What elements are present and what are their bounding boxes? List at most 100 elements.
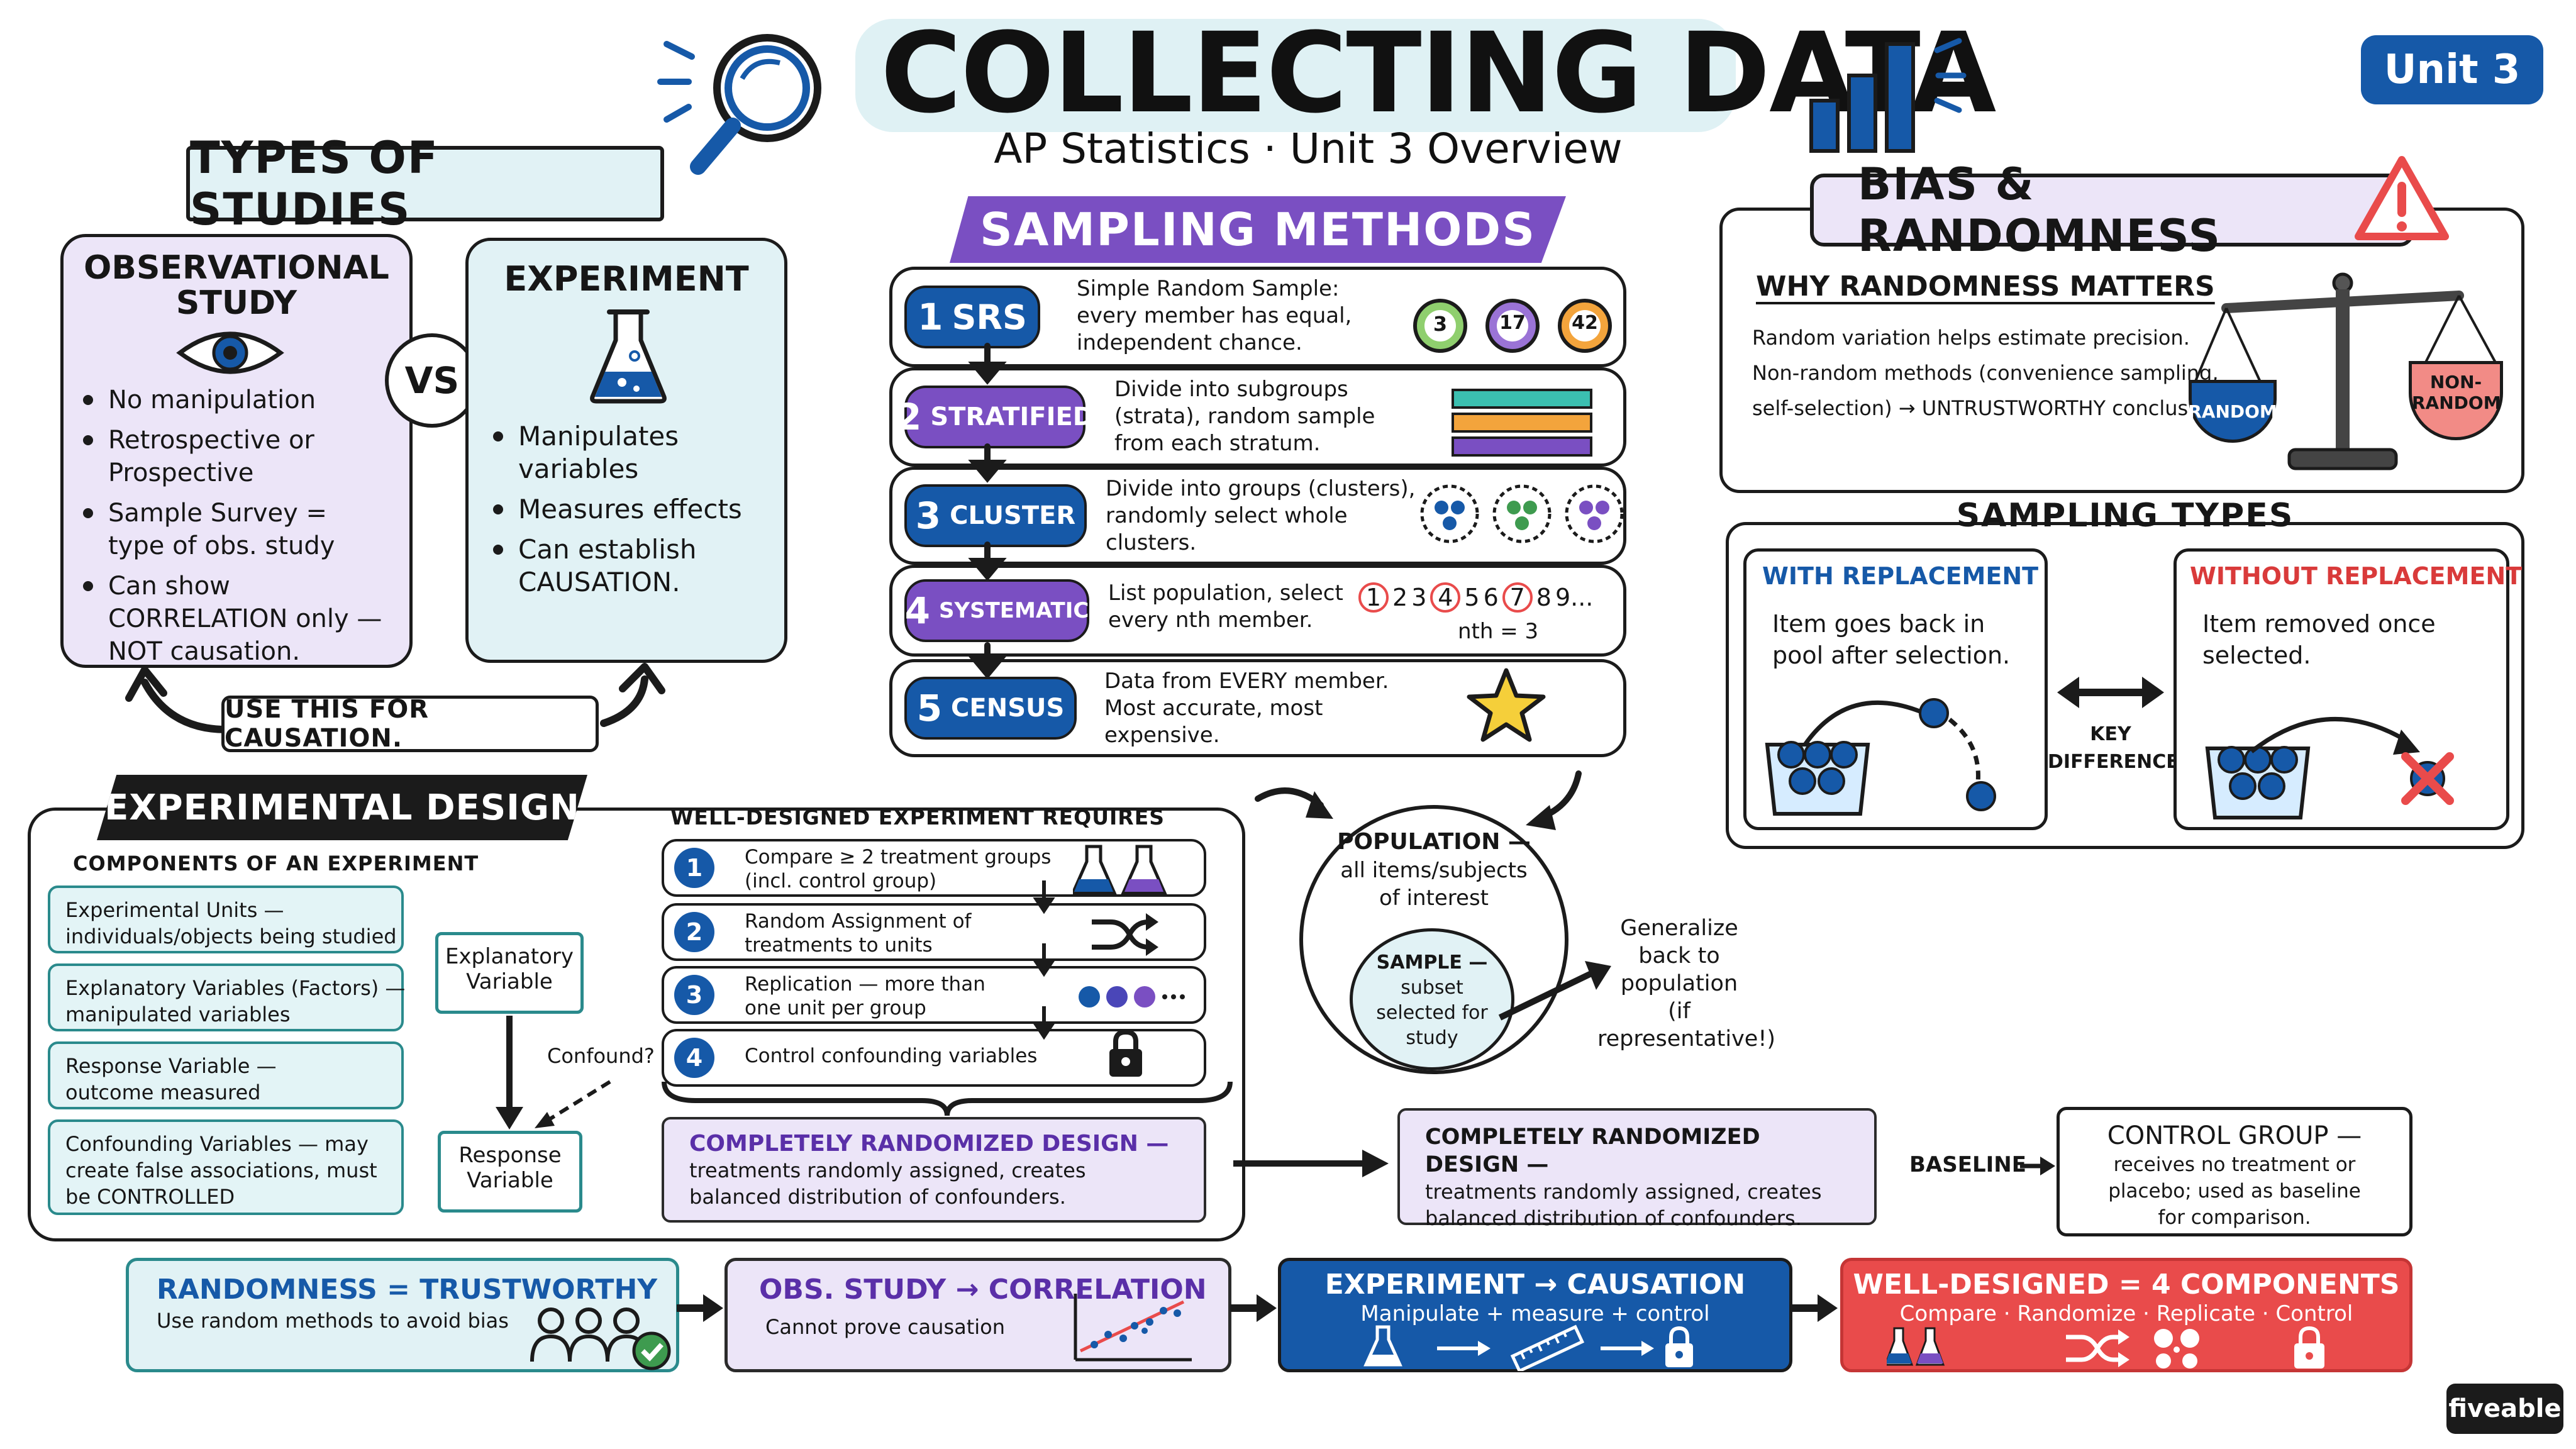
why-line-2: Non-random methods (convenience sampling… — [1752, 361, 2219, 385]
obs-bullet-3: Sample Survey =type of obs. study — [78, 497, 405, 562]
observational-card — [60, 234, 413, 668]
sampling-desc-line: Simple Random Sample: — [1077, 276, 1340, 301]
with-line-1: Item goes back in — [1772, 610, 1985, 638]
banner-experiment: EXPERIMENT → CAUSATION Manipulate + meas… — [1278, 1258, 1792, 1372]
requirement-line: one unit per group — [745, 997, 926, 1019]
sample-circle: SAMPLE — subset selected for study — [1350, 928, 1514, 1070]
with-line-2: pool after selection. — [1772, 641, 2011, 669]
generalize-line-1: Generalize — [1620, 916, 1738, 941]
crd-card-left: COMPLETELY RANDOMIZED DESIGN — treatment… — [662, 1117, 1206, 1223]
sample-line-1: SAMPLE — — [1376, 952, 1488, 974]
srs-ball-3: 42 — [1572, 312, 1598, 334]
variable-arrows — [496, 1016, 611, 1130]
banner-exp-sub: Manipulate + measure + control — [1360, 1301, 1710, 1326]
double-arrow-icon — [2057, 677, 2164, 708]
req-icon-flasks — [1073, 845, 1167, 895]
types-heading: TYPES OF STUDIES — [190, 132, 439, 235]
nonrandom-label-1: NON- — [2429, 372, 2482, 392]
warning-icon — [2355, 156, 2449, 240]
component-line: individuals/objects being studied — [65, 924, 397, 948]
banner-obs-study: OBS. STUDY → CORRELATION Cannot prove ca… — [724, 1258, 1231, 1372]
star-icon — [1467, 668, 1546, 742]
component-line: Explanatory Variables (Factors) — — [65, 976, 406, 1000]
with-title: WITH REPLACEMENT — [1762, 562, 2039, 590]
response-variable-box: Response Variable — [438, 1131, 582, 1213]
selected-member: 1 — [1358, 582, 1389, 613]
sequence-member: 5 — [1464, 584, 1480, 611]
requirement-1: 1 Compare ≥ 2 treatment groups(incl. cont… — [662, 839, 1206, 897]
control-title: CONTROL GROUP — — [2107, 1121, 2362, 1150]
without-title: WITHOUT REPLACEMENT — [2190, 562, 2523, 590]
exp-design-heading: EXPERIMENTAL DESIGN — [104, 787, 580, 828]
explanatory-label-2: Variable — [466, 969, 553, 994]
bias-heading-box: BIAS & RANDOMNESS — [1810, 158, 2414, 262]
sampling-step-1-desc: Simple Random Sample:every member has eq… — [1077, 275, 1352, 357]
nonrandom-pan: NON- RANDOM — [2409, 361, 2503, 440]
without-line-2: selected. — [2202, 641, 2311, 669]
crd-right-line-3: balanced distribution of confounders. — [1425, 1206, 1802, 1230]
requirement-line: Random Assignment of — [745, 910, 972, 933]
component-line: be CONTROLLED — [65, 1185, 235, 1209]
components-title: COMPONENTS OF AN EXPERIMENT — [73, 852, 479, 875]
page-title: COLLECTING DATA — [880, 9, 1996, 138]
sequence-member: 2 — [1392, 584, 1408, 611]
requirement-text: Compare ≥ 2 treatment groups(incl. contr… — [745, 845, 1051, 893]
unit-badge: Unit 3 — [2361, 35, 2543, 104]
sampling-step-number: 2 — [896, 396, 922, 438]
requires-title: WELL-DESIGNED EXPERIMENT REQUIRES — [670, 805, 1165, 830]
people-check-icon — [530, 1307, 671, 1370]
srs-ball-1: 3 — [1433, 312, 1448, 336]
component-line: manipulated variables — [65, 1002, 291, 1026]
sampling-step-number: 3 — [915, 494, 941, 537]
sampling-step-3-desc: Divide into groups (clusters),randomly s… — [1106, 475, 1415, 557]
banner-wd-title: WELL-DESIGNED = 4 COMPONENTS — [1853, 1269, 2400, 1301]
vs-label: VS — [404, 359, 460, 402]
banner-randomness-sub: Use random methods to avoid bias — [157, 1309, 509, 1333]
response-label-2: Variable — [467, 1168, 553, 1193]
banner-randomness-title: RANDOMNESS = TRUSTWORTHY — [157, 1274, 658, 1306]
component-line: Confounding Variables — may — [65, 1132, 369, 1156]
sampling-desc-line: Data from EVERY member. — [1104, 669, 1389, 694]
srs-balls — [1413, 299, 1612, 353]
flask-icon — [590, 309, 667, 404]
banner-arrow-1 — [677, 1294, 723, 1322]
population-title: POPULATION — — [1337, 829, 1531, 855]
crd-connector-arrow — [1233, 1150, 1389, 1177]
banner-exp-title: EXPERIMENT → CAUSATION — [1324, 1269, 1746, 1301]
generalize-line-2: back to — [1638, 943, 1720, 969]
sampling-step-5-desc: Data from EVERY member.Most accurate, mo… — [1104, 668, 1389, 749]
crd-card-right: COMPLETELY RANDOMIZED DESIGN — treatment… — [1397, 1108, 1877, 1230]
strata-bars-icon — [1452, 389, 1592, 457]
generalize-arrow — [1498, 961, 1611, 1021]
cluster-groups-icon — [1420, 484, 1624, 543]
page-subtitle: AP Statistics · Unit 3 Overview — [994, 125, 1623, 173]
sampling-desc-line: (strata), random sample — [1114, 404, 1375, 429]
requirement-number: 4 — [674, 1038, 714, 1078]
sampling-types-heading: SAMPLING TYPES — [1956, 497, 2294, 535]
control-line-2: placebo; used as baseline — [2108, 1180, 2361, 1202]
sequence-member: 8 — [1536, 584, 1552, 611]
req-icon-replicate — [1079, 986, 1185, 1008]
requirement-number: 3 — [674, 975, 714, 1015]
balance-scale-icon — [2190, 272, 2498, 470]
response-label-1: Response — [458, 1143, 562, 1168]
requirement-number: 1 — [674, 848, 714, 888]
population-arrows — [1255, 770, 1582, 830]
sampling-step-number: 1 — [918, 296, 943, 338]
baseline-arrow — [2020, 1157, 2055, 1175]
explanatory-label-1: Explanatory — [445, 944, 574, 969]
sampling-heading-ribbon: SAMPLING METHODS — [950, 196, 1566, 263]
nonrandom-label-2: RANDOM — [2412, 392, 2501, 413]
control-line-3: for comparison. — [2158, 1206, 2311, 1229]
exp-bullet-2: Measures effects — [488, 493, 784, 526]
sampling-desc-line: every nth member. — [1108, 608, 1313, 633]
sequence-member: 9... — [1555, 584, 1594, 611]
why-title: WHY RANDOMNESS MATTERS — [1756, 270, 2215, 303]
control-group-card: CONTROL GROUP — receives no treatment or… — [2057, 1107, 2412, 1236]
crd-right-line-2: treatments randomly assigned, creates — [1425, 1180, 1822, 1204]
